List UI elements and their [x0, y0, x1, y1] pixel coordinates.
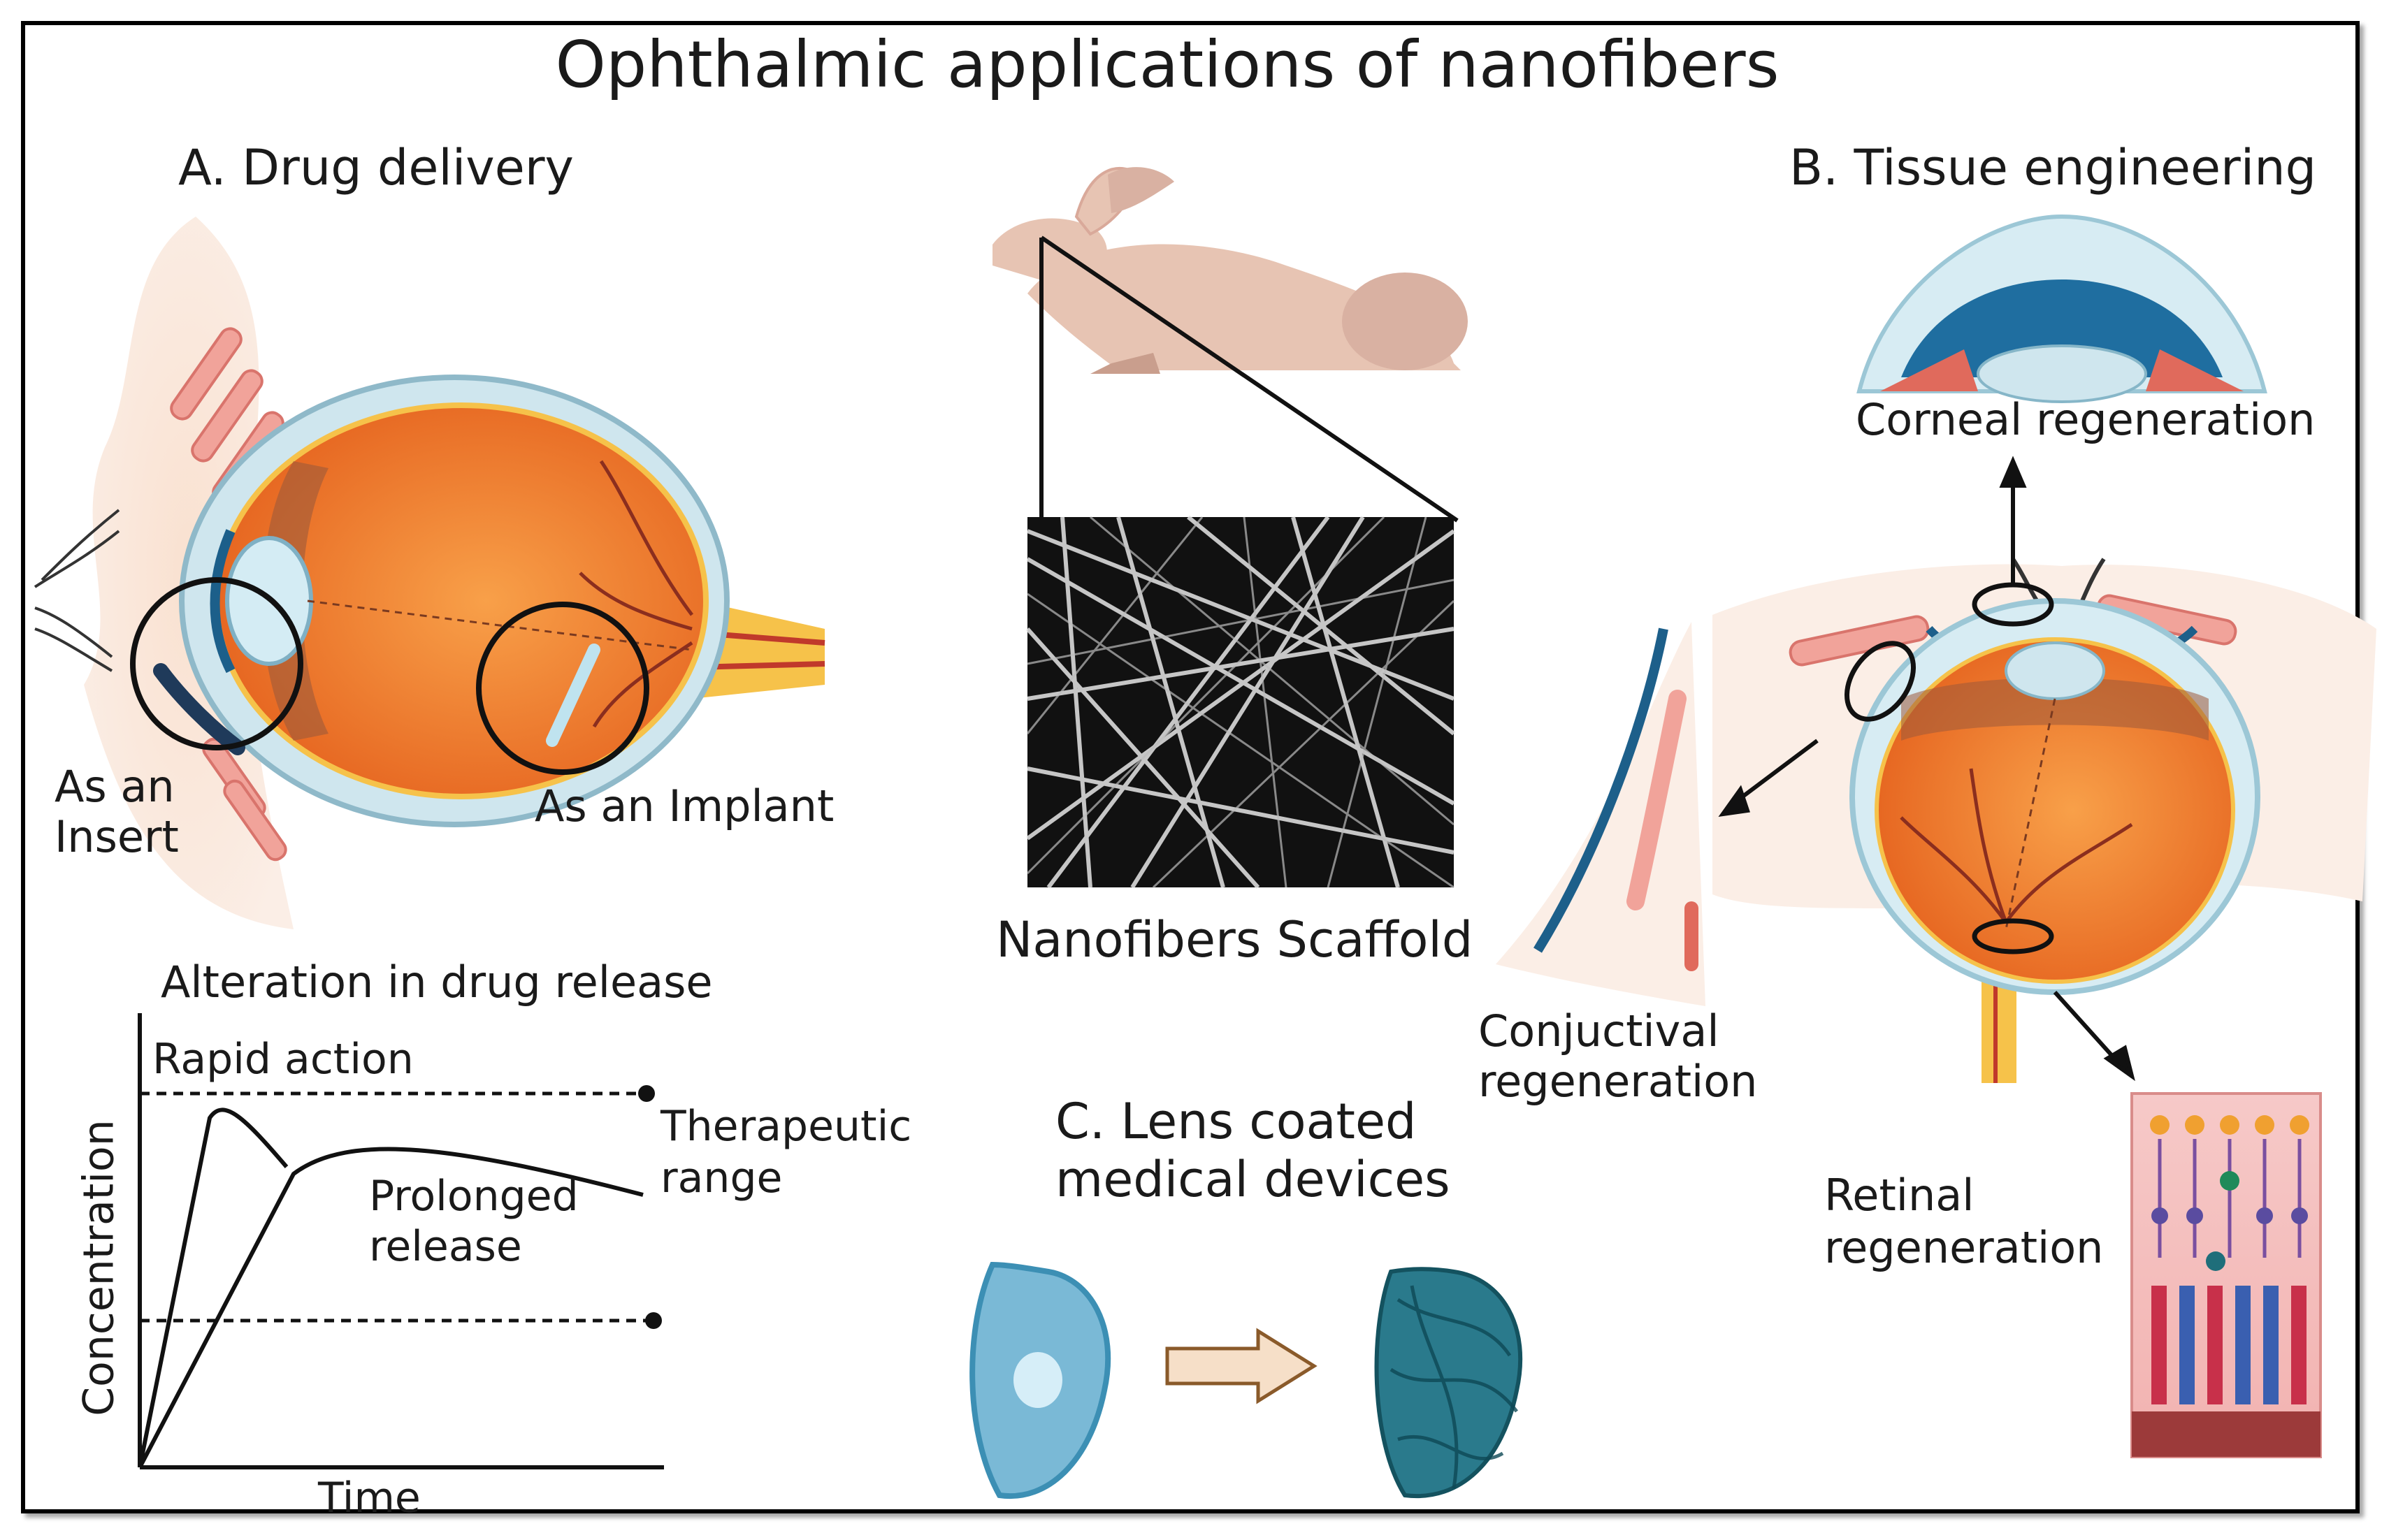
front-lens	[2005, 641, 2105, 700]
graph-x-label: Time	[318, 1474, 421, 1523]
insert-label-line2: Insert	[55, 811, 179, 862]
conjunctiva-skin	[1496, 622, 1705, 1006]
nanofiber-scaffold-image	[1025, 515, 1455, 889]
section-a-title: A. Drug delivery	[178, 139, 574, 196]
lens-coating-illustration	[969, 1261, 1523, 1499]
lens-center	[1013, 1352, 1062, 1408]
coating-arrow	[1165, 1328, 1318, 1404]
implant-device	[546, 644, 600, 747]
cornea-lens	[1977, 344, 2147, 403]
conjunctival-label-line2: regeneration	[1478, 1056, 1758, 1107]
upper-limit-marker	[638, 1085, 655, 1102]
rabbit-head	[992, 218, 1107, 286]
retinal-highlight	[1972, 918, 2054, 954]
horizontal-cell	[2206, 1251, 2225, 1271]
front-eye-illustration	[1712, 558, 2376, 1083]
scaffold-label: Nanofibers Scaffold	[996, 911, 1473, 968]
section-c-title-line1: C. Lens coated	[1055, 1093, 1417, 1150]
rabbit-illustration	[992, 166, 1468, 523]
prolonged-release-curve	[138, 1147, 644, 1469]
conjunctival-highlight	[1844, 641, 1917, 722]
inner-nuclear-cells	[2151, 1207, 2308, 1224]
retinal-layers-illustration	[2130, 1092, 2322, 1458]
graph-y-label: Concentration	[74, 1119, 124, 1416]
ganglion-cells	[2150, 1115, 2309, 1135]
insert-label-line1: As an	[55, 761, 175, 812]
figure-title: Ophthalmic applications of nanofibers	[555, 27, 1780, 102]
section-b-title: B. Tissue engineering	[1789, 139, 2317, 196]
front-ciliary-body	[1901, 678, 2209, 741]
lower-limit-marker	[645, 1312, 662, 1329]
therapeutic-label-line1: Therapeutic	[661, 1102, 912, 1151]
insert-highlight-circle	[130, 577, 303, 750]
arrow-to-conjunctiva	[1732, 739, 1819, 806]
upper-lid-muscles	[1789, 594, 2237, 667]
eyelid-muscle-lower	[202, 737, 287, 862]
cornea-inner	[1901, 279, 2223, 377]
therapeutic-label-line2: range	[661, 1154, 783, 1203]
cornea-illustration	[1856, 214, 2267, 403]
retinal-label-line2: regeneration	[1824, 1222, 2104, 1273]
rabbit-haunch	[1342, 273, 1468, 370]
section-c-title-line2: medical devices	[1055, 1151, 1450, 1208]
arrow-to-retina	[2053, 990, 2120, 1064]
conjunctival-label-line1: Conjuctival	[1478, 1005, 1719, 1056]
prolonged-label-line2: release	[369, 1222, 522, 1271]
retinal-vessels	[579, 460, 694, 728]
side-eye-illustration	[34, 217, 825, 929]
iris-edge	[1880, 349, 2244, 391]
cornea	[210, 529, 236, 674]
corneal-label: Corneal regeneration	[1856, 394, 2316, 445]
conjunctiva-layer	[1533, 627, 1668, 953]
bipolar-cells	[2158, 1139, 2302, 1258]
rpe-layer	[2132, 1411, 2320, 1457]
photoreceptors	[2151, 1286, 2307, 1404]
arrows	[1718, 456, 2135, 1082]
coated-lens	[1374, 1267, 1523, 1499]
implant-highlight-circle	[476, 602, 649, 775]
scaffold-background	[1027, 517, 1454, 887]
rapid-action-label: Rapid action	[152, 1035, 414, 1084]
conjunctiva-illustration	[1496, 622, 1705, 1006]
implant-label: As an Implant	[535, 780, 835, 831]
insert-device	[153, 663, 245, 755]
prolonged-label-line1: Prolonged	[369, 1172, 579, 1221]
drug-release-title: Alteration in drug release	[161, 957, 713, 1008]
front-retinal-vessels	[1900, 768, 2133, 924]
rapid-action-curve	[138, 1107, 289, 1468]
drug-release-graph	[138, 1013, 664, 1469]
amacrine-cell	[2220, 1171, 2239, 1191]
zoom-line-right	[1040, 235, 1459, 523]
retinal-label-line1: Retinal	[1824, 1170, 1975, 1221]
rabbit-ear-back	[1108, 167, 1174, 213]
